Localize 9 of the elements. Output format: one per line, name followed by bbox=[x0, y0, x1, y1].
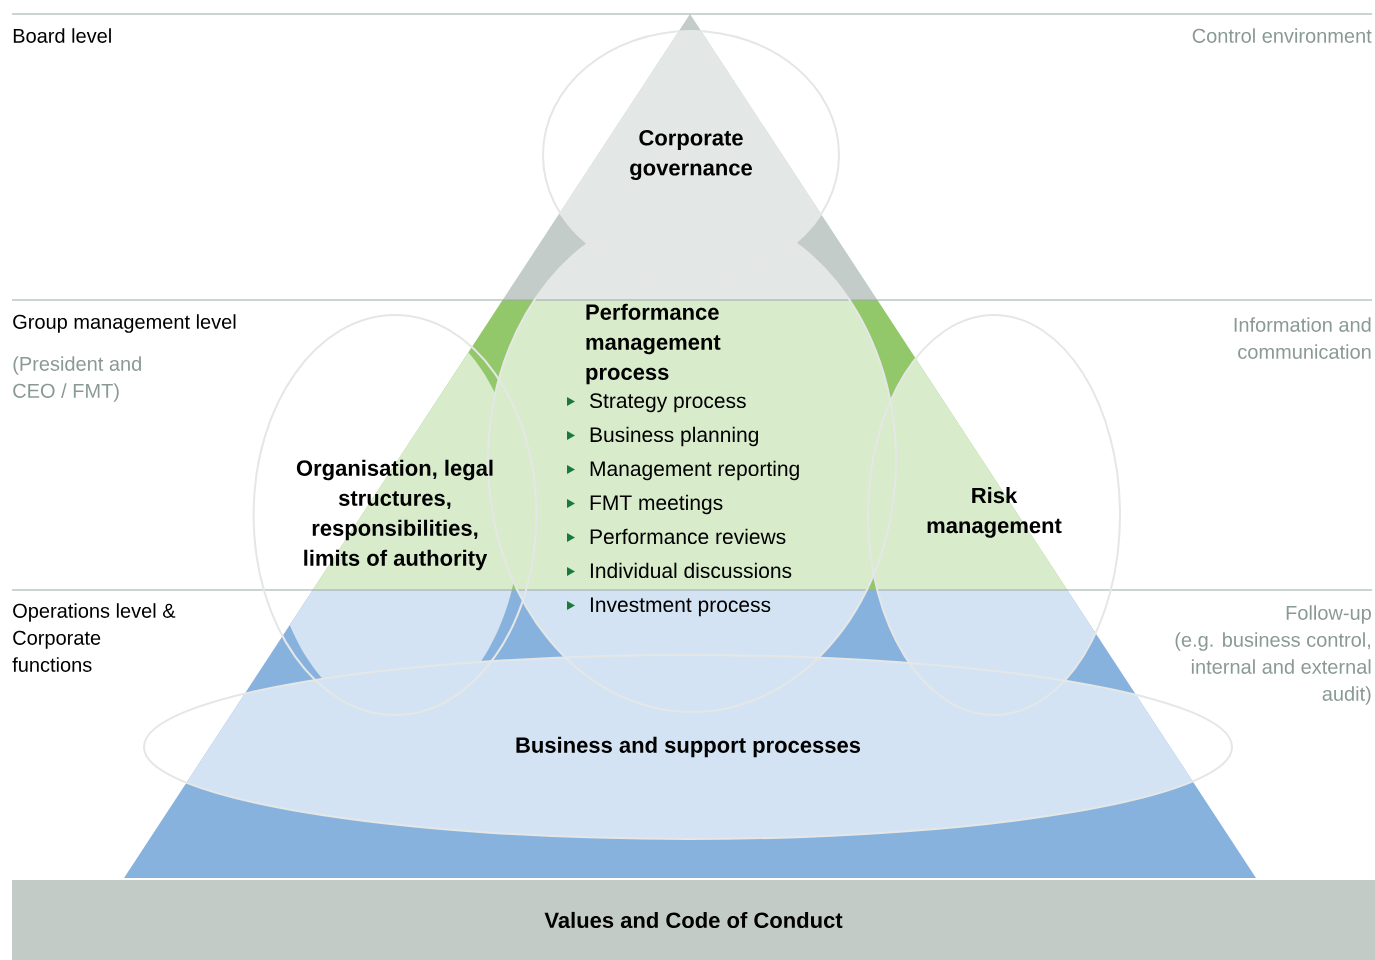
risk-oval: Risk management bbox=[867, 314, 1121, 716]
side-label: (President and CEO / FMT) bbox=[13, 356, 141, 402]
organisation-oval: Organisation, legal structures, responsibilities, limits of authority bbox=[252, 314, 538, 716]
governance-oval: Corporate governance bbox=[542, 30, 840, 280]
side-label: Follow-up bbox=[1286, 605, 1371, 624]
side-label: Information and communication bbox=[1234, 317, 1371, 359]
base-band: Values and Code of Conduct bbox=[12, 880, 1375, 960]
side-label: Board level bbox=[13, 28, 111, 43]
side-label: Control environment bbox=[1192, 28, 1372, 43]
